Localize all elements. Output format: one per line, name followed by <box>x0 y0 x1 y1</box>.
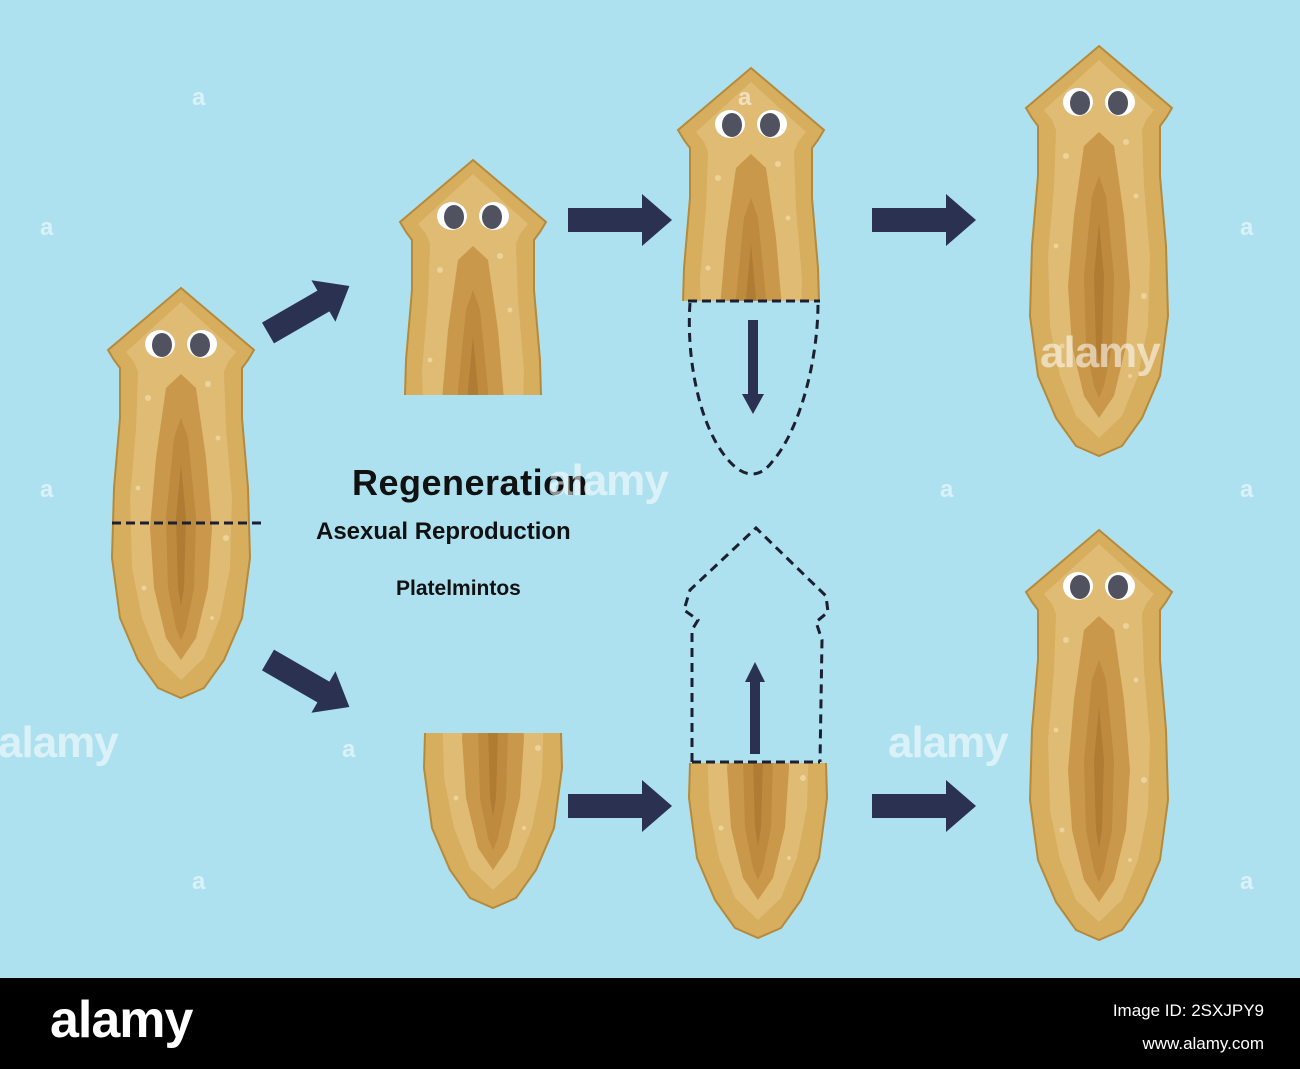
watermark-a-2: a <box>738 84 752 111</box>
image-id: Image ID: 2SXJPY9 <box>1113 1001 1264 1021</box>
watermark-a-7: a <box>1240 476 1254 503</box>
watermark-left: alamy <box>0 718 119 767</box>
arrow-diagonal-down <box>262 649 350 713</box>
arrow-right-top-2 <box>872 194 976 246</box>
diagram-caption: Platelmintos <box>396 577 521 600</box>
watermark-a-6: a <box>940 476 954 503</box>
image-id-label: Image ID: 2SXJPY9 <box>1112 1001 1264 1020</box>
diagram-canvas: Regeneration Asexual Reproduction Platel… <box>0 0 1300 978</box>
tail-regrowing-head <box>682 525 832 939</box>
watermark-bottom-right: alamy <box>888 718 1009 767</box>
site-url: www.alamy.com <box>1142 1034 1264 1053</box>
regenerated-worm-bottom <box>1025 529 1173 941</box>
regenerated-worm-top <box>1025 45 1173 457</box>
alamy-logo: alamy <box>50 991 193 1049</box>
regeneration-diagram <box>107 45 1173 941</box>
watermark-a-3: a <box>40 214 54 241</box>
arrow-right-top-1 <box>568 194 672 246</box>
head-regrowing-tail <box>677 67 825 476</box>
watermark-a-9: a <box>192 868 206 895</box>
watermark-a-8: a <box>342 736 356 763</box>
head-fragment <box>399 159 547 395</box>
watermark-a-5: a <box>40 476 54 503</box>
footer-bar <box>0 978 1300 1069</box>
watermark-a-1: a <box>192 84 206 111</box>
watermark-a-4: a <box>1240 214 1254 241</box>
arrow-right-bottom-1 <box>568 780 672 832</box>
original-worm <box>107 287 262 699</box>
diagram-title: Regeneration <box>352 462 589 503</box>
watermark-top-right: alamy <box>1040 328 1161 377</box>
arrow-diagonal-up <box>262 280 350 344</box>
tail-fragment <box>419 733 567 909</box>
diagram-subtitle: Asexual Reproduction <box>316 518 571 545</box>
watermark-center: alamy <box>548 456 669 505</box>
watermark-a-10: a <box>1240 868 1254 895</box>
arrow-right-bottom-2 <box>872 780 976 832</box>
